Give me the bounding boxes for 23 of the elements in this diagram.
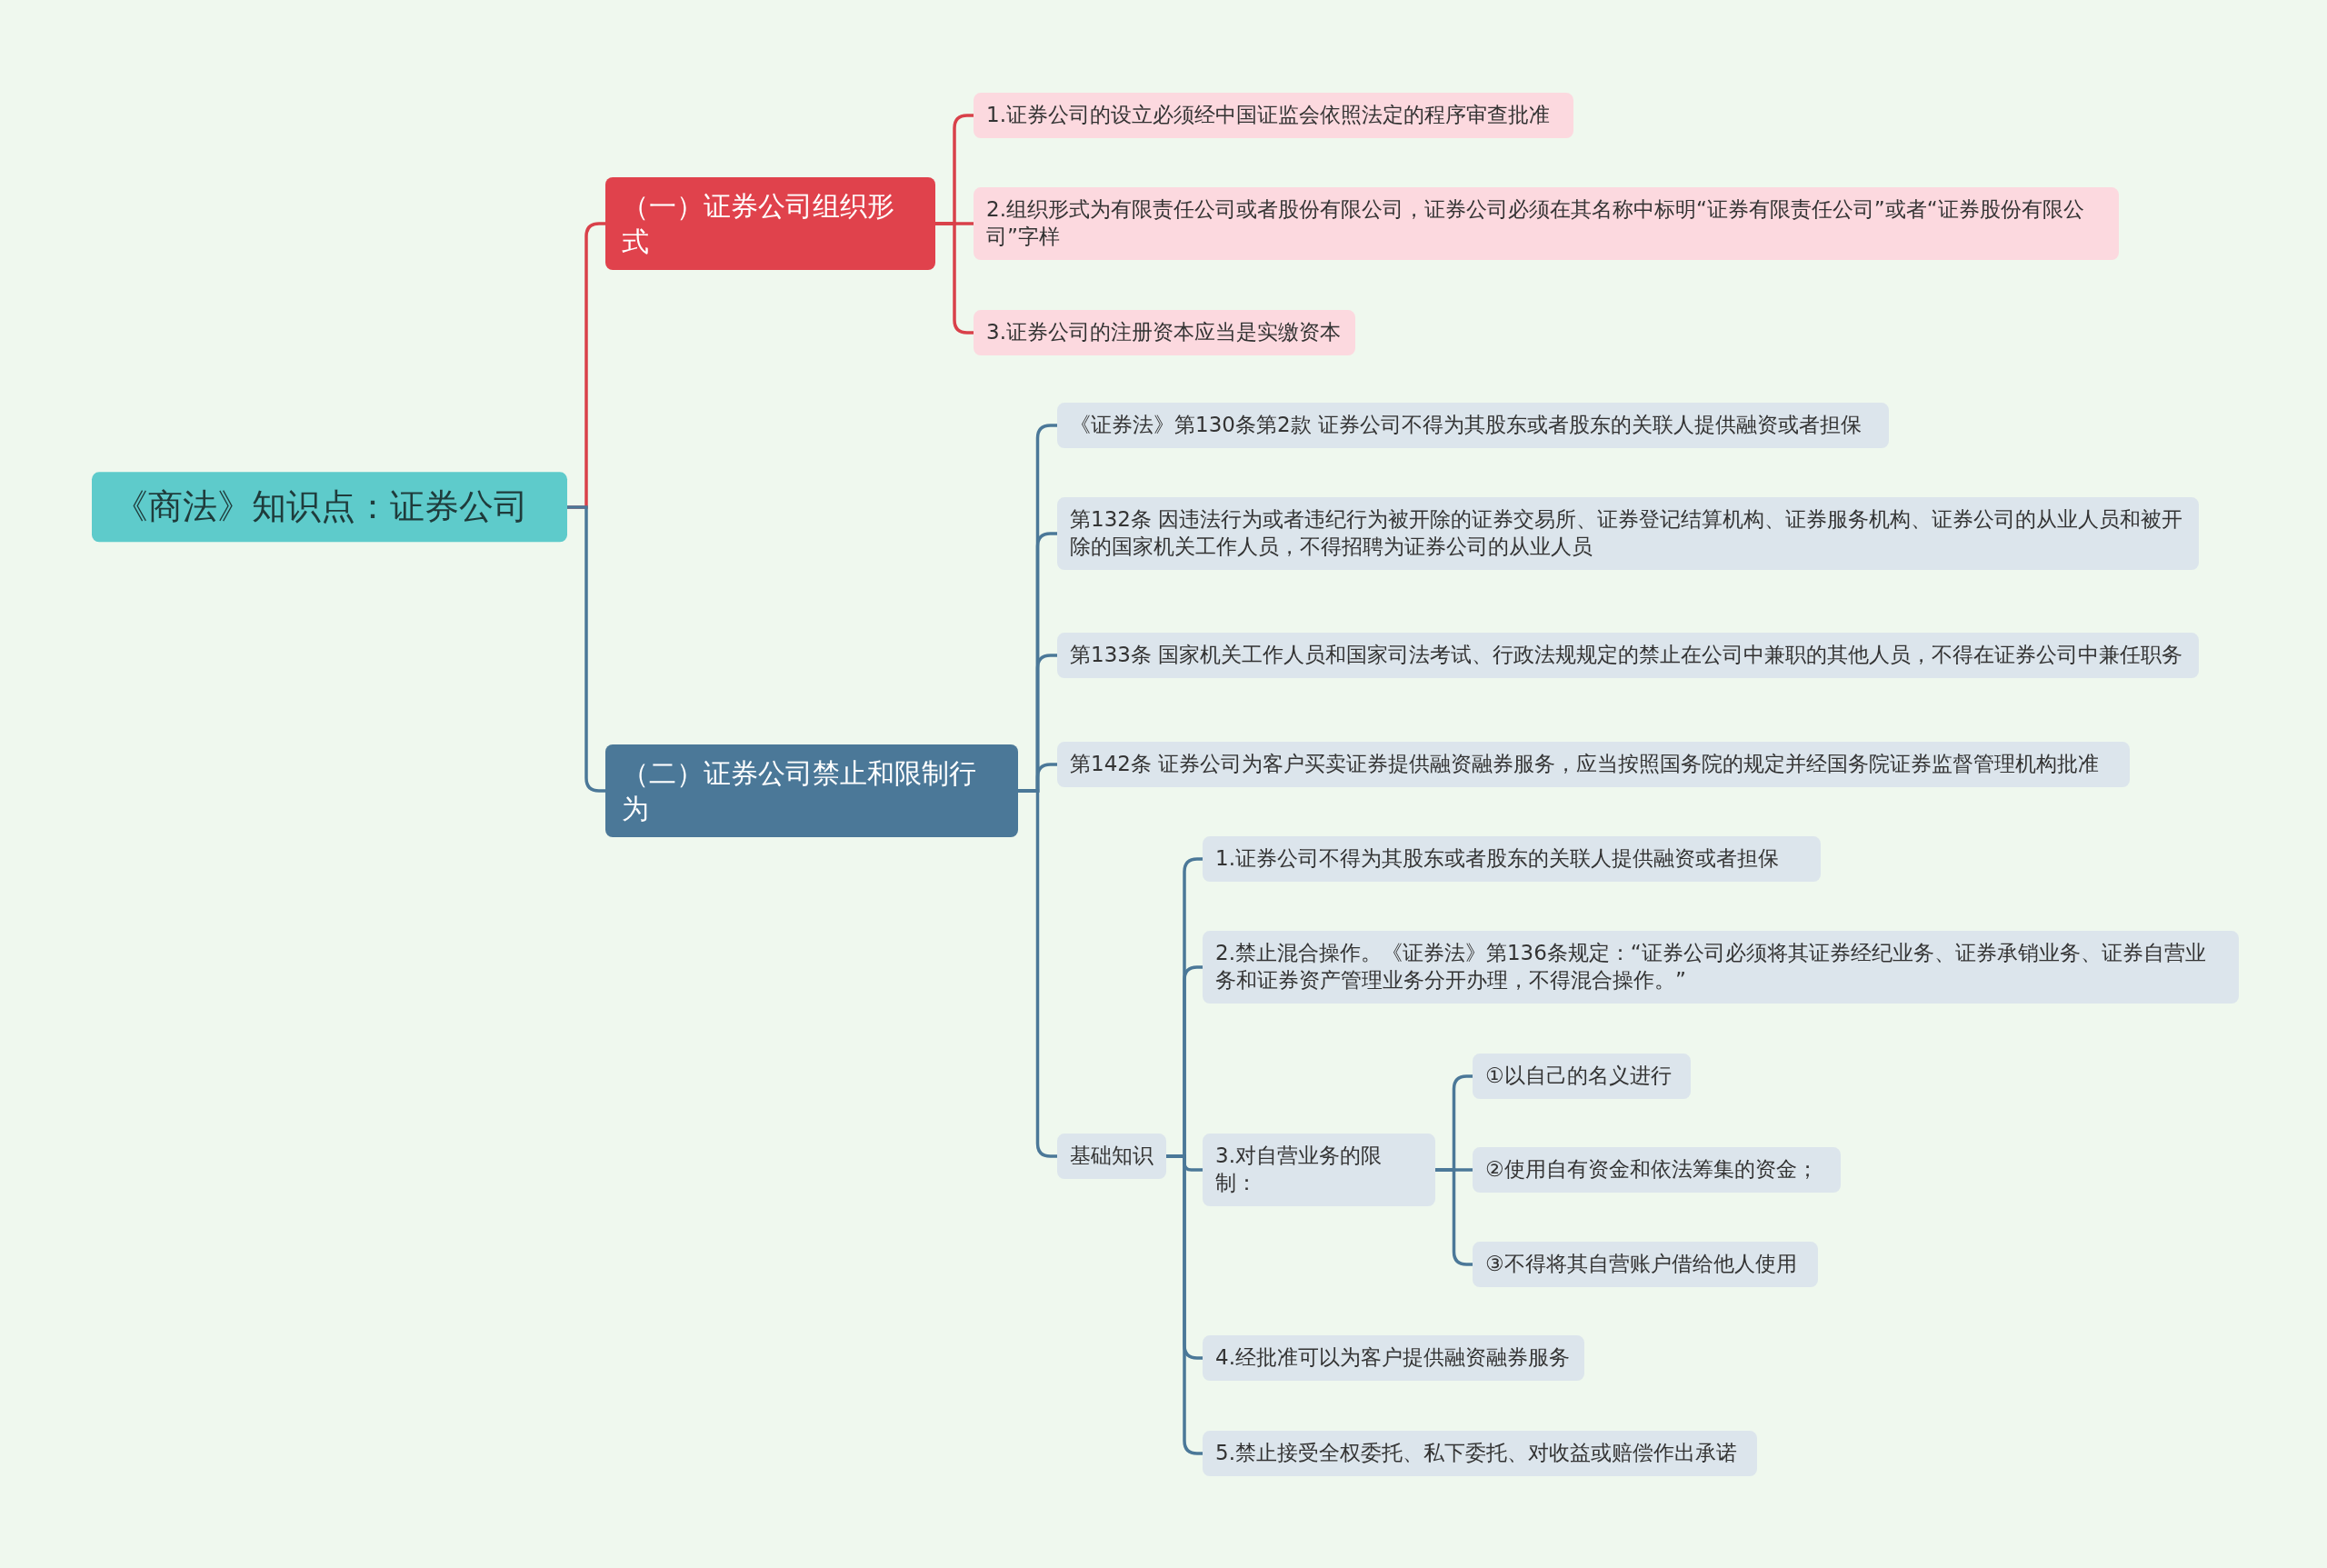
leaf-topic: 2.组织形式为有限责任公司或者股份有限公司，证券公司必须在其名称中标明“证券有限责任公司”或者“证券股份有限公司”字样 bbox=[974, 187, 2119, 260]
leaf-topic: 5.禁止接受全权委托、私下委托、对收益或赔偿作出承诺 bbox=[1203, 1431, 1757, 1476]
leaf-topic: ①以自己的名义进行 bbox=[1473, 1054, 1691, 1099]
root-topic: 《商法》知识点：证券公司 bbox=[92, 472, 567, 543]
leaf-topic: 2.禁止混合操作。《证券法》第136条规定：“证券公司必须将其证券经纪业务、证券承销业务、证券自营业务和证券资产管理业务分开办理，不得混合操作。” bbox=[1203, 931, 2239, 1004]
connector-line bbox=[935, 222, 974, 335]
connector-line bbox=[567, 505, 605, 793]
leaf-topic: ②使用自有资金和依法筹集的资金； bbox=[1473, 1147, 1841, 1193]
connector-line bbox=[1435, 1168, 1473, 1266]
leaf-topic: 第132条 因违法行为或者违纪行为被开除的证券交易所、证券登记结算机构、证券服务机构、证券公司的从业人员和被开除的国家机关工作人员，不得招聘为证券公司的从业人员 bbox=[1057, 497, 2199, 570]
leaf-topic: 3.证券公司的注册资本应当是实缴资本 bbox=[974, 310, 1355, 355]
leaf-topic: 基础知识 bbox=[1057, 1134, 1166, 1179]
leaf-topic: 1.证券公司的设立必须经中国证监会依照法定的程序审查批准 bbox=[974, 93, 1573, 138]
leaf-topic: 3.对自营业务的限制： bbox=[1203, 1134, 1435, 1206]
leaf-topic: ③不得将其自营账户借给他人使用 bbox=[1473, 1242, 1818, 1287]
leaf-topic: 第142条 证券公司为客户买卖证券提供融资融券服务，应当按照国务院的规定并经国务院证券监督管理机构批准 bbox=[1057, 742, 2130, 787]
branch-topic: （一）证券公司组织形式 bbox=[605, 177, 935, 270]
leaf-topic: 1.证券公司不得为其股东或者股东的关联人提供融资或者担保 bbox=[1203, 836, 1821, 882]
leaf-topic: 4.经批准可以为客户提供融资融券服务 bbox=[1203, 1335, 1584, 1381]
leaf-topic: 《证券法》第130条第2款 证券公司不得为其股东或者股东的关联人提供融资或者担保 bbox=[1057, 403, 1889, 448]
connector-line bbox=[1166, 1154, 1203, 1455]
branch-topic: （二）证券公司禁止和限制行为 bbox=[605, 744, 1018, 837]
leaf-topic: 第133条 国家机关工作人员和国家司法考试、行政法规规定的禁止在公司中兼职的其他人员，不得在证券公司中兼任职务 bbox=[1057, 633, 2199, 678]
